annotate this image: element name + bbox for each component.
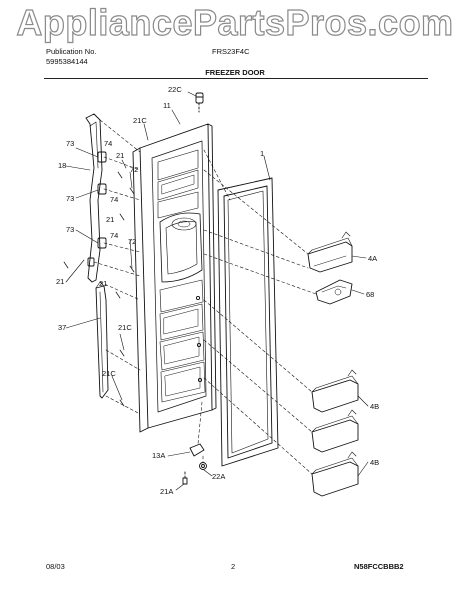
door-bin-4b-middle	[311, 409, 359, 453]
callout-1: 1	[260, 149, 264, 158]
door-bin-4b-bottom	[311, 451, 359, 497]
callout-21a: 21A	[160, 487, 173, 496]
callout-72-a: 72	[130, 165, 138, 174]
door-bin-4b-top	[311, 369, 359, 413]
callout-21-c: 21	[56, 277, 64, 286]
footer-code: N58FCCBBB2	[354, 562, 404, 571]
callout-13a: 13A	[152, 451, 165, 460]
callout-labels: 22C 11 21C 1 73 74 21 18 72 73 74 21 73 …	[56, 85, 379, 496]
callout-21-a: 21	[116, 151, 124, 160]
callout-18: 18	[58, 161, 66, 170]
callout-4b-a: 4B	[370, 402, 379, 411]
callout-73-b: 73	[66, 194, 74, 203]
door-bin-4a	[307, 231, 353, 273]
door-gasket	[217, 177, 279, 467]
model-number: FRS23F4C	[212, 47, 250, 56]
publication-label: Publication No.	[46, 47, 97, 56]
egg-tray-68	[315, 279, 353, 305]
bottom-hinge-parts	[182, 443, 207, 485]
watermark: AppliancePartsPros.com	[16, 1, 454, 43]
callout-22a: 22A	[212, 472, 225, 481]
callout-21c-low: 21C	[102, 369, 116, 378]
callout-68: 68	[366, 290, 374, 299]
callout-11: 11	[163, 101, 171, 110]
callout-22c-top: 22C	[168, 85, 182, 94]
footer-page: 2	[231, 562, 236, 571]
footer-date: 08/03	[46, 562, 65, 571]
callout-21-d: 21	[99, 279, 107, 288]
top-hinge-bushing	[195, 92, 204, 113]
callout-72-b: 72	[128, 237, 136, 246]
callout-74-b: 74	[110, 195, 118, 204]
section-title: FREEZER DOOR	[205, 68, 265, 77]
callout-74-a: 74	[104, 139, 112, 148]
callout-4a: 4A	[368, 254, 377, 263]
callout-74-c: 74	[110, 231, 118, 240]
callout-73-a: 73	[66, 139, 74, 148]
header-rule	[44, 78, 428, 79]
callout-4b-b: 4B	[370, 458, 379, 467]
leader-lines	[65, 91, 369, 491]
callout-21c-top: 21C	[133, 116, 147, 125]
callout-73-c: 73	[66, 225, 74, 234]
callout-21c-mid: 21C	[118, 323, 132, 332]
callout-37: 37	[58, 323, 66, 332]
publication-number: 5995384144	[46, 57, 88, 66]
callout-21-b: 21	[106, 215, 114, 224]
door-handle-trim	[85, 113, 109, 399]
door-liner	[132, 123, 217, 433]
fastener-marks	[63, 171, 135, 407]
assembly-lines	[93, 119, 317, 475]
